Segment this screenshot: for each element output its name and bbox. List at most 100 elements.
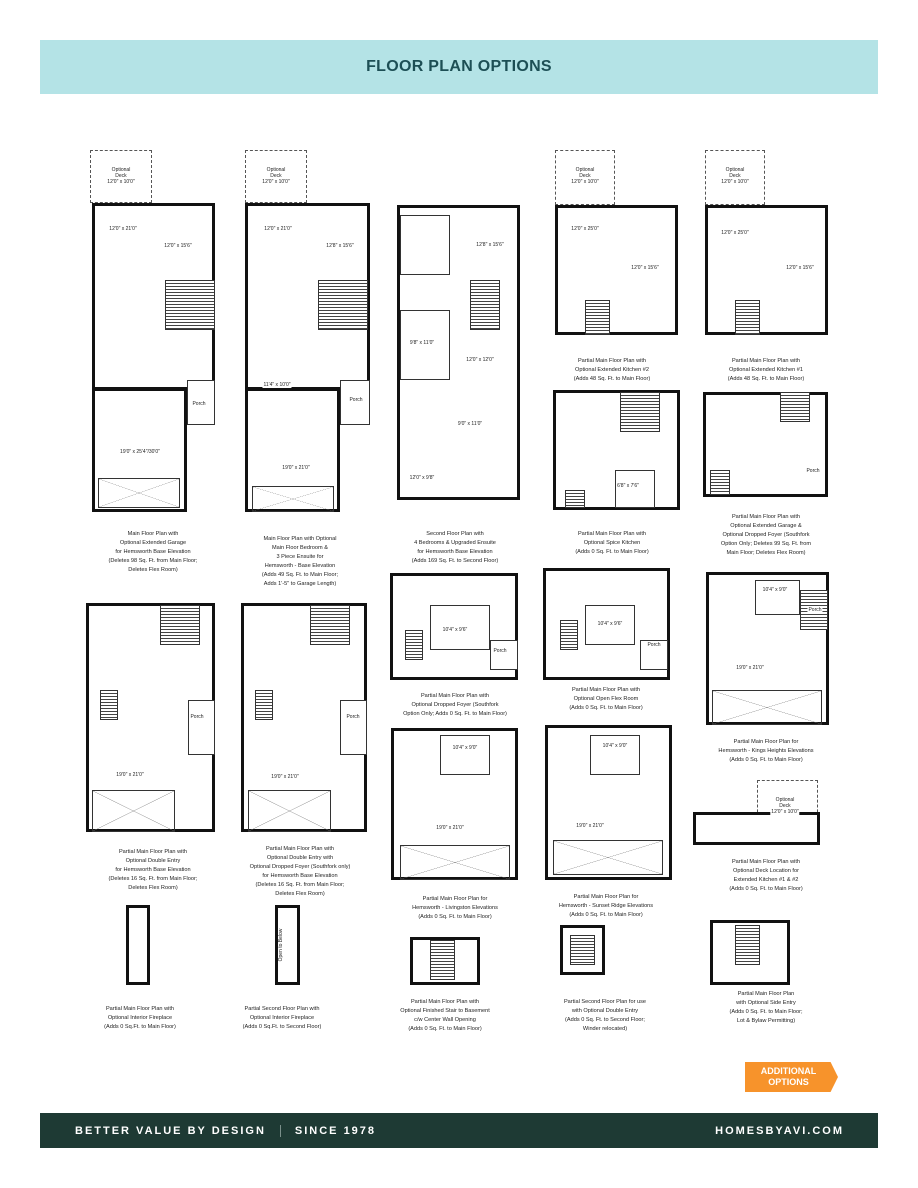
room-label: 10'4" x 9'0" [601, 743, 629, 749]
room-label: 19'0" x 21'0" [270, 774, 300, 780]
room-outline [755, 580, 800, 615]
plan-caption: Partial Main Floor Plan with Optional Dr… [403, 693, 507, 717]
room-label: 12'0" x 15'6" [630, 265, 660, 271]
garage-door-icon [248, 790, 331, 832]
stair-icon [780, 392, 810, 422]
stair-icon [620, 392, 660, 432]
room-label: 12'0" x 25'0" [570, 226, 600, 232]
room-outline [340, 700, 367, 755]
room-label: 12'8" x 15'6" [475, 242, 505, 248]
stair-icon [405, 630, 423, 660]
room-label: Porch [492, 648, 508, 654]
room-label: 12'0" x 21'0" [263, 226, 293, 232]
room-label: 19'0" x 21'0" [115, 772, 145, 778]
room-label: 19'0" x 21'0" [435, 825, 465, 831]
stair-icon [710, 470, 730, 495]
garage-door-icon [252, 486, 334, 512]
stair-icon [160, 605, 200, 645]
plan-caption: Main Floor Plan with Optional Extended G… [108, 531, 198, 573]
stair-icon [735, 300, 760, 335]
garage-door-icon [400, 845, 510, 880]
room-label: Porch [189, 714, 205, 720]
room-label: Optional Deck 12'0" x 10'0" [106, 167, 136, 185]
page-header: FLOOR PLAN OPTIONS [40, 40, 878, 94]
stair-icon [470, 280, 500, 330]
room-label: 12'0" x 15'6" [163, 243, 193, 249]
room-label: 19'0" x 21'0" [575, 823, 605, 829]
room-label: Open to Below [278, 927, 284, 963]
additional-options-label: ADDITIONAL OPTIONS [760, 1066, 817, 1087]
room-label: 12'0" x 25'0" [720, 230, 750, 236]
page-title: FLOOR PLAN OPTIONS [366, 58, 552, 75]
stair-icon [255, 690, 273, 720]
plan-caption: Partial Second Floor Plan with Optional … [242, 1006, 322, 1030]
room-label: 19'0" x 21'0" [281, 465, 311, 471]
plan-caption: Partial Main Floor Plan with Optional Fi… [400, 999, 490, 1032]
room-label: Porch [348, 397, 364, 403]
room-label: 10'4" x 9'6" [441, 627, 469, 633]
deck-outline [245, 150, 307, 203]
stair-icon [165, 280, 215, 330]
room-label: 10'4" x 9'0" [761, 587, 789, 593]
room-outline [590, 735, 640, 775]
plan-walls [126, 905, 150, 985]
room-label: 12'0" x 15'6" [785, 265, 815, 271]
room-label: Porch [345, 714, 361, 720]
plan-caption: Partial Main Floor Plan with Optional In… [104, 1006, 176, 1030]
room-label: 12'0" x 9'8" [408, 475, 436, 481]
footer-divider [279, 1124, 281, 1137]
room-label: 19'0" x 21'0" [735, 665, 765, 671]
plan-caption: Partial Main Floor Plan with Optional Ex… [727, 358, 805, 382]
additional-options-button[interactable]: ADDITIONAL OPTIONS [745, 1062, 838, 1092]
plan-caption: Second Floor Plan with 4 Bedrooms & Upgr… [411, 531, 499, 564]
plan-caption: Partial Main Floor Plan with Optional Si… [729, 991, 803, 1024]
stair-icon [735, 925, 760, 965]
room-label: 12'0" x 21'0" [108, 226, 138, 232]
plan-walls [693, 812, 820, 845]
stair-icon [318, 280, 368, 330]
room-label: 19'0" x 25'4"/30'0" [119, 449, 161, 455]
plan-caption: Partial Second Floor Plan for use with O… [563, 999, 647, 1032]
room-outline [490, 640, 518, 670]
stair-icon [310, 605, 350, 645]
plan-caption: Main Floor Plan with Optional Main Floor… [261, 536, 339, 587]
room-label: Optional Deck 12'0" x 10'0" [770, 797, 800, 815]
plan-caption: Partial Main Floor Plan with Optional Ex… [573, 358, 651, 382]
stair-icon [585, 300, 610, 335]
room-outline [188, 700, 215, 755]
stair-icon [565, 490, 585, 508]
footer: BETTER VALUE BY DESIGN SINCE 1978 HOMESB… [40, 1113, 878, 1148]
room-label: Optional Deck 12'0" x 10'0" [261, 167, 291, 185]
room-label: Optional Deck 12'0" x 10'0" [570, 167, 600, 185]
garage-door-icon [92, 790, 175, 832]
room-label: 12'8" x 15'6" [325, 243, 355, 249]
room-label: 6'8" x 7'6" [616, 483, 640, 489]
room-label: Optional Deck 12'0" x 10'0" [720, 167, 750, 185]
room-outline [400, 215, 450, 275]
stair-icon [100, 690, 118, 720]
room-label: 11'4" x 10'0" [262, 382, 292, 388]
plan-caption: Partial Main Floor Plan for Hemsworth - … [558, 894, 654, 918]
room-label: 10'4" x 9'6" [596, 621, 624, 627]
plan-walls [560, 925, 605, 975]
room-label: 12'0" x 12'0" [465, 357, 495, 363]
plan-caption: Partial Main Floor Plan for Hemsworth - … [412, 896, 498, 920]
room-outline [440, 735, 490, 775]
room-label: Porch [807, 607, 823, 613]
garage-door-icon [98, 478, 180, 508]
room-outline [615, 470, 655, 508]
footer-website[interactable]: HOMESBYAVI.COM [715, 1124, 844, 1137]
room-label: 9'8" x 11'0" [408, 340, 436, 346]
garage-door-icon [553, 840, 663, 875]
garage-door-icon [712, 690, 822, 725]
room-label: 10'4" x 9'0" [451, 745, 479, 751]
plan-caption: Partial Main Floor Plan with Optional Sp… [575, 531, 649, 555]
plan-caption: Partial Main Floor Plan with Optional Ex… [720, 514, 812, 556]
plan-caption: Partial Main Floor Plan with Optional Do… [249, 846, 351, 897]
room-label: Porch [191, 401, 207, 407]
stair-icon [560, 620, 578, 650]
plan-caption: Partial Main Floor Plan with Optional De… [729, 859, 803, 892]
room-label: Porch [805, 468, 821, 474]
room-label: Porch [646, 642, 662, 648]
plan-caption: Partial Main Floor Plan with Optional Do… [108, 849, 198, 891]
